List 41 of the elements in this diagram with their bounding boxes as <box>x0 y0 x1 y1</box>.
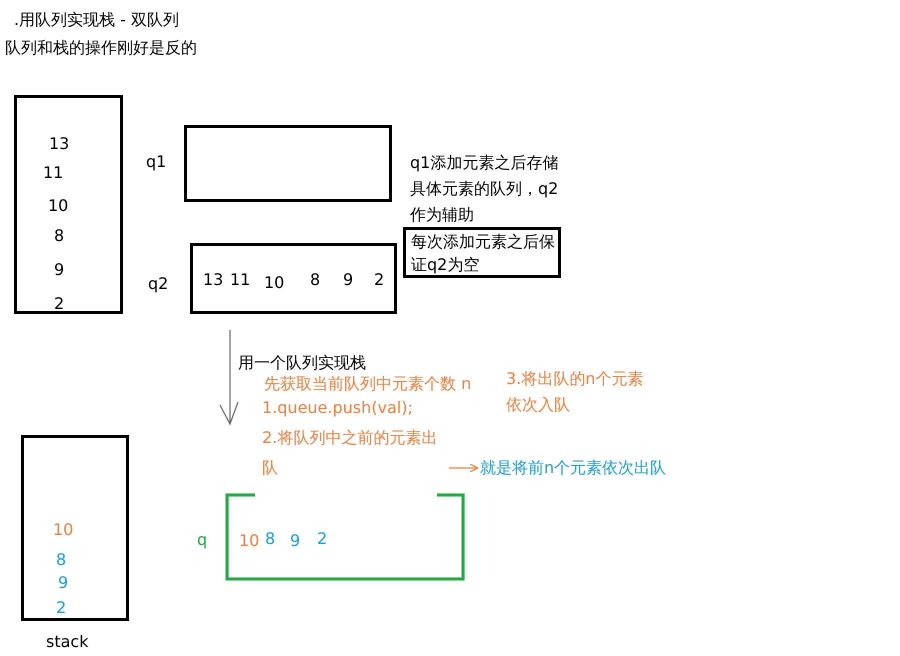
value-text: 11 <box>230 270 250 290</box>
note-text: 用一个队列实现栈 <box>238 353 366 372</box>
value-text: 13 <box>203 270 224 290</box>
value-text: 10 <box>264 273 284 292</box>
value-text: 2 <box>374 270 384 290</box>
value-text: 10 <box>53 520 74 540</box>
caption-text: stack <box>46 632 88 652</box>
value-text: 13 <box>49 134 70 154</box>
value-text: 9 <box>58 573 68 592</box>
value-text: 9 <box>54 260 64 280</box>
caption-text: q2 <box>148 274 168 294</box>
value-text: 10 <box>48 196 68 216</box>
note-text: 队列和栈的操作刚好是反的 <box>5 38 197 58</box>
value-text: 8 <box>54 226 64 246</box>
note-box <box>403 227 561 278</box>
caption-text: q <box>197 530 208 550</box>
value-text: 10 <box>239 531 260 550</box>
value-text: 2 <box>317 529 328 548</box>
value-text: 2 <box>54 294 64 314</box>
arrow <box>449 463 478 473</box>
title: .用队列实现栈 - 双队列 <box>14 10 180 30</box>
value-text: 11 <box>43 163 64 182</box>
note-text: q1添加元素之后存储具体元素的队列，q2作为辅助 <box>410 152 560 226</box>
value-text: 8 <box>265 529 276 548</box>
container-box <box>14 95 123 314</box>
value-text: 9 <box>290 531 300 550</box>
note-text: 1.queue.push(val); <box>262 398 413 418</box>
note-text: 3.将出队的n个元素依次入队 <box>506 368 644 416</box>
value-text: 8 <box>310 270 320 290</box>
container-box <box>190 243 397 314</box>
box-outline <box>184 125 392 202</box>
note-text: 每次添加元素之后保证q2为空 <box>411 231 556 276</box>
value-text: 9 <box>343 270 354 290</box>
note-text: 就是将前n个元素依次出队 <box>480 453 666 483</box>
caption-text: q1 <box>146 152 166 172</box>
value-text: 8 <box>56 550 66 570</box>
container-box <box>21 435 129 621</box>
note-text: 先获取当前队列中元素个数 n <box>264 374 472 394</box>
queue-bracket <box>225 493 465 581</box>
value-text: 2 <box>56 598 66 618</box>
note-text: 2.将队列中之前的元素出队 <box>262 423 447 483</box>
